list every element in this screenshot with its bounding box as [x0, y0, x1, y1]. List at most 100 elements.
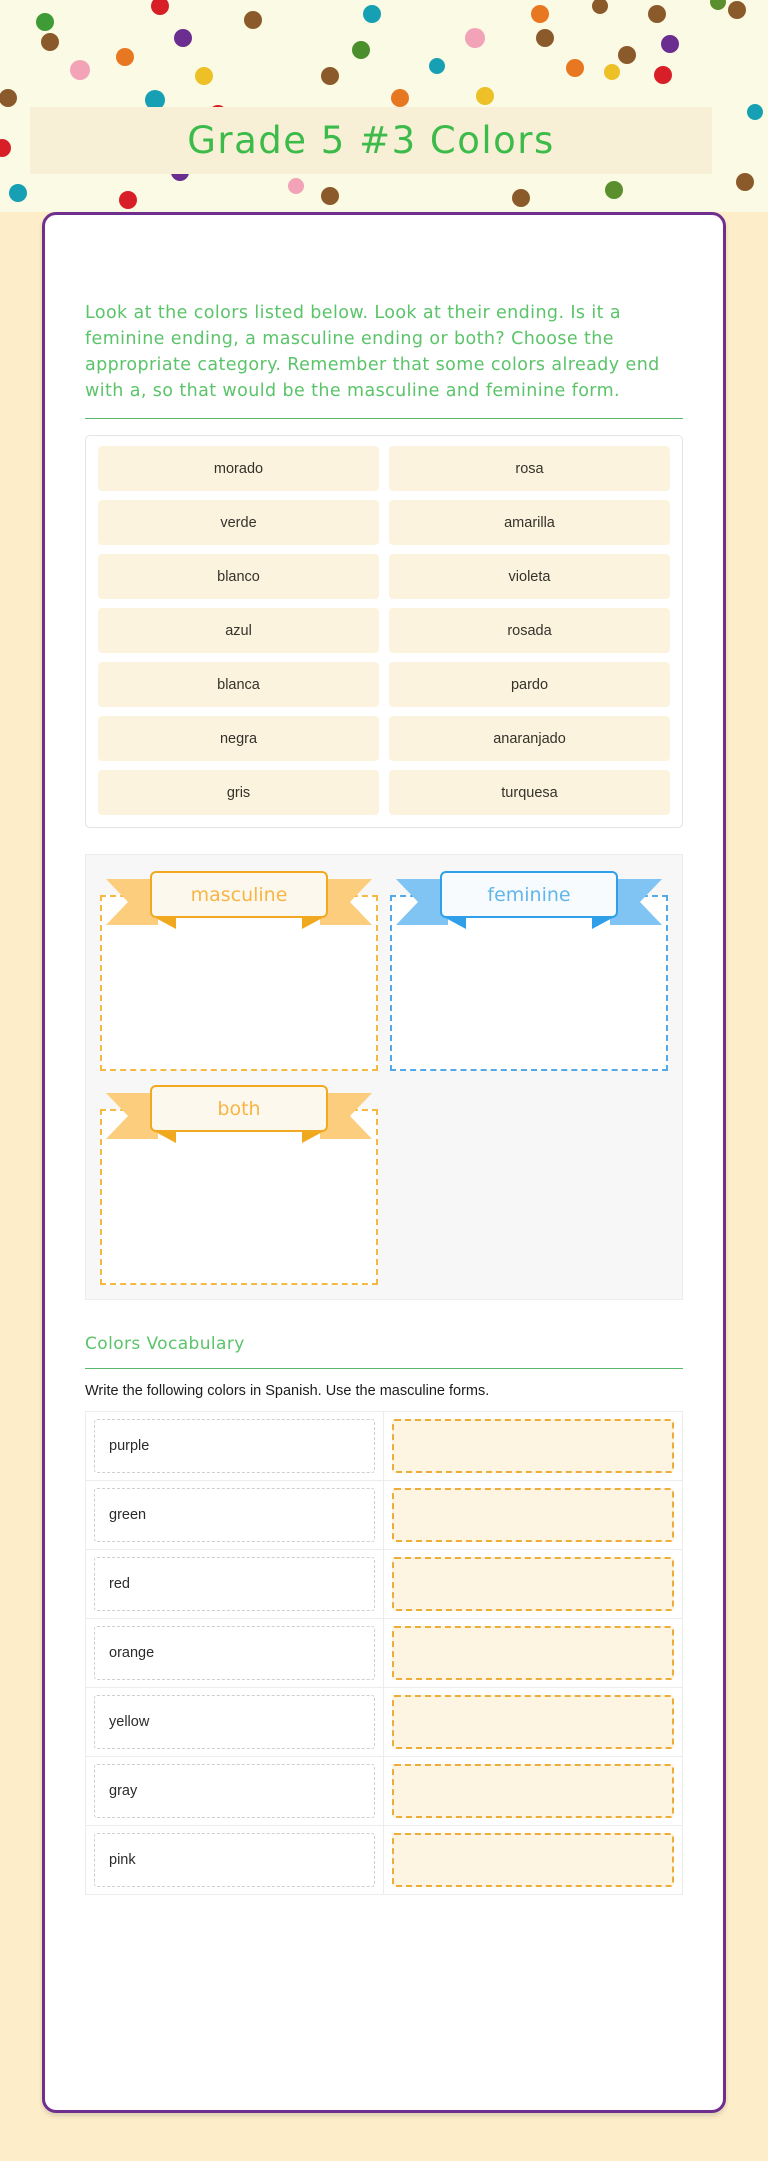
word-chip[interactable]: pardo — [389, 662, 670, 707]
vocabulary-answer-input[interactable] — [392, 1833, 674, 1887]
word-chip[interactable]: negra — [98, 716, 379, 761]
vocabulary-table: purple green red orange yellow gray pink — [85, 1411, 683, 1895]
banner-tails — [106, 1093, 372, 1139]
confetti-dot — [710, 0, 726, 10]
confetti-dot — [747, 104, 763, 120]
confetti-dot — [0, 89, 17, 107]
vocabulary-row: gray — [86, 1757, 682, 1826]
confetti-dot — [288, 178, 304, 194]
confetti-dot — [363, 5, 381, 23]
category-label: masculine — [150, 871, 328, 918]
dropzone-both[interactable]: both — [100, 1085, 378, 1285]
vocabulary-answer-input[interactable] — [392, 1419, 674, 1473]
confetti-dot — [531, 5, 549, 23]
category-label: both — [150, 1085, 328, 1132]
vocabulary-prompt-cell: green — [86, 1481, 384, 1549]
category-label: feminine — [440, 871, 618, 918]
vocabulary-divider — [85, 1368, 683, 1369]
confetti-dot — [36, 13, 54, 31]
confetti-dot — [352, 41, 370, 59]
confetti-dot — [0, 139, 11, 157]
vocabulary-prompt-cell: orange — [86, 1619, 384, 1687]
dropzone-feminine[interactable]: feminine — [390, 871, 668, 1071]
category-banner-masculine: masculine — [106, 871, 372, 929]
confetti-dot — [618, 46, 636, 64]
vocabulary-prompt: orange — [94, 1626, 375, 1680]
confetti-dot — [321, 187, 339, 205]
vocabulary-answer-input[interactable] — [392, 1764, 674, 1818]
vocabulary-prompt: pink — [94, 1833, 375, 1887]
confetti-dot — [151, 0, 169, 15]
category-dropzone-area: masculine feminine both — [85, 854, 683, 1300]
banner-fold-right-icon — [592, 916, 616, 929]
page-title: Grade 5 #3 Colors — [187, 119, 555, 162]
word-chip[interactable]: blanca — [98, 662, 379, 707]
confetti-dot — [116, 48, 134, 66]
banner-tail-left-icon — [396, 879, 448, 925]
confetti-dot — [244, 11, 262, 29]
word-chip[interactable]: violeta — [389, 554, 670, 599]
vocabulary-answer-input[interactable] — [392, 1488, 674, 1542]
vocabulary-answer-cell — [384, 1757, 682, 1825]
word-chip[interactable]: gris — [98, 770, 379, 815]
vocabulary-heading: Colors Vocabulary — [85, 1334, 245, 1354]
vocabulary-prompt-cell: red — [86, 1550, 384, 1618]
confetti-dot — [195, 67, 213, 85]
word-chip[interactable]: morado — [98, 446, 379, 491]
banner-tail-left-icon — [106, 1093, 158, 1139]
banner-fold-right-icon — [302, 916, 326, 929]
vocabulary-row: pink — [86, 1826, 682, 1894]
vocabulary-answer-input[interactable] — [392, 1557, 674, 1611]
vocabulary-answer-cell — [384, 1619, 682, 1687]
banner-tail-right-icon — [320, 1093, 372, 1139]
confetti-dot — [512, 189, 530, 207]
title-plaque: Grade 5 #3 Colors — [30, 107, 712, 174]
vocabulary-prompt-cell: purple — [86, 1412, 384, 1480]
confetti-dot — [728, 1, 746, 19]
confetti-dot — [145, 90, 165, 110]
vocabulary-answer-cell — [384, 1826, 682, 1894]
word-chip[interactable]: rosa — [389, 446, 670, 491]
vocabulary-prompt: yellow — [94, 1695, 375, 1749]
confetti-dot — [536, 29, 554, 47]
banner-tail-right-icon — [320, 879, 372, 925]
dropzone-empty-slot — [390, 1109, 668, 1285]
category-banner-both: both — [106, 1085, 372, 1143]
vocabulary-answer-cell — [384, 1688, 682, 1756]
vocabulary-row: yellow — [86, 1688, 682, 1757]
word-chip[interactable]: rosada — [389, 608, 670, 653]
confetti-dot — [174, 29, 192, 47]
confetti-dot — [736, 173, 754, 191]
confetti-dot — [654, 66, 672, 84]
vocabulary-answer-input[interactable] — [392, 1626, 674, 1680]
category-banner-feminine: feminine — [396, 871, 662, 929]
confetti-header-band — [0, 0, 768, 212]
confetti-dot — [604, 64, 620, 80]
word-chip[interactable]: blanco — [98, 554, 379, 599]
confetti-dot — [566, 59, 584, 77]
confetti-dot — [391, 89, 409, 107]
vocabulary-row: purple — [86, 1412, 682, 1481]
vocabulary-row: green — [86, 1481, 682, 1550]
vocabulary-answer-cell — [384, 1412, 682, 1480]
word-chip[interactable]: verde — [98, 500, 379, 545]
vocabulary-prompt: purple — [94, 1419, 375, 1473]
banner-tail-right-icon — [610, 879, 662, 925]
confetti-dot — [648, 5, 666, 23]
confetti-dot — [661, 35, 679, 53]
confetti-dot — [476, 87, 494, 105]
vocabulary-answer-cell — [384, 1550, 682, 1618]
worksheet-card: Look at the colors listed below. Look at… — [42, 212, 726, 2113]
dropzone-masculine[interactable]: masculine — [100, 871, 378, 1071]
word-chip[interactable]: turquesa — [389, 770, 670, 815]
banner-fold-right-icon — [302, 1130, 326, 1143]
banner-tail-left-icon — [106, 879, 158, 925]
vocabulary-answer-input[interactable] — [392, 1695, 674, 1749]
vocabulary-prompt: green — [94, 1488, 375, 1542]
banner-tails — [396, 879, 662, 925]
vocabulary-row: orange — [86, 1619, 682, 1688]
word-chip[interactable]: azul — [98, 608, 379, 653]
word-chip[interactable]: amarilla — [389, 500, 670, 545]
word-chip[interactable]: anaranjado — [389, 716, 670, 761]
